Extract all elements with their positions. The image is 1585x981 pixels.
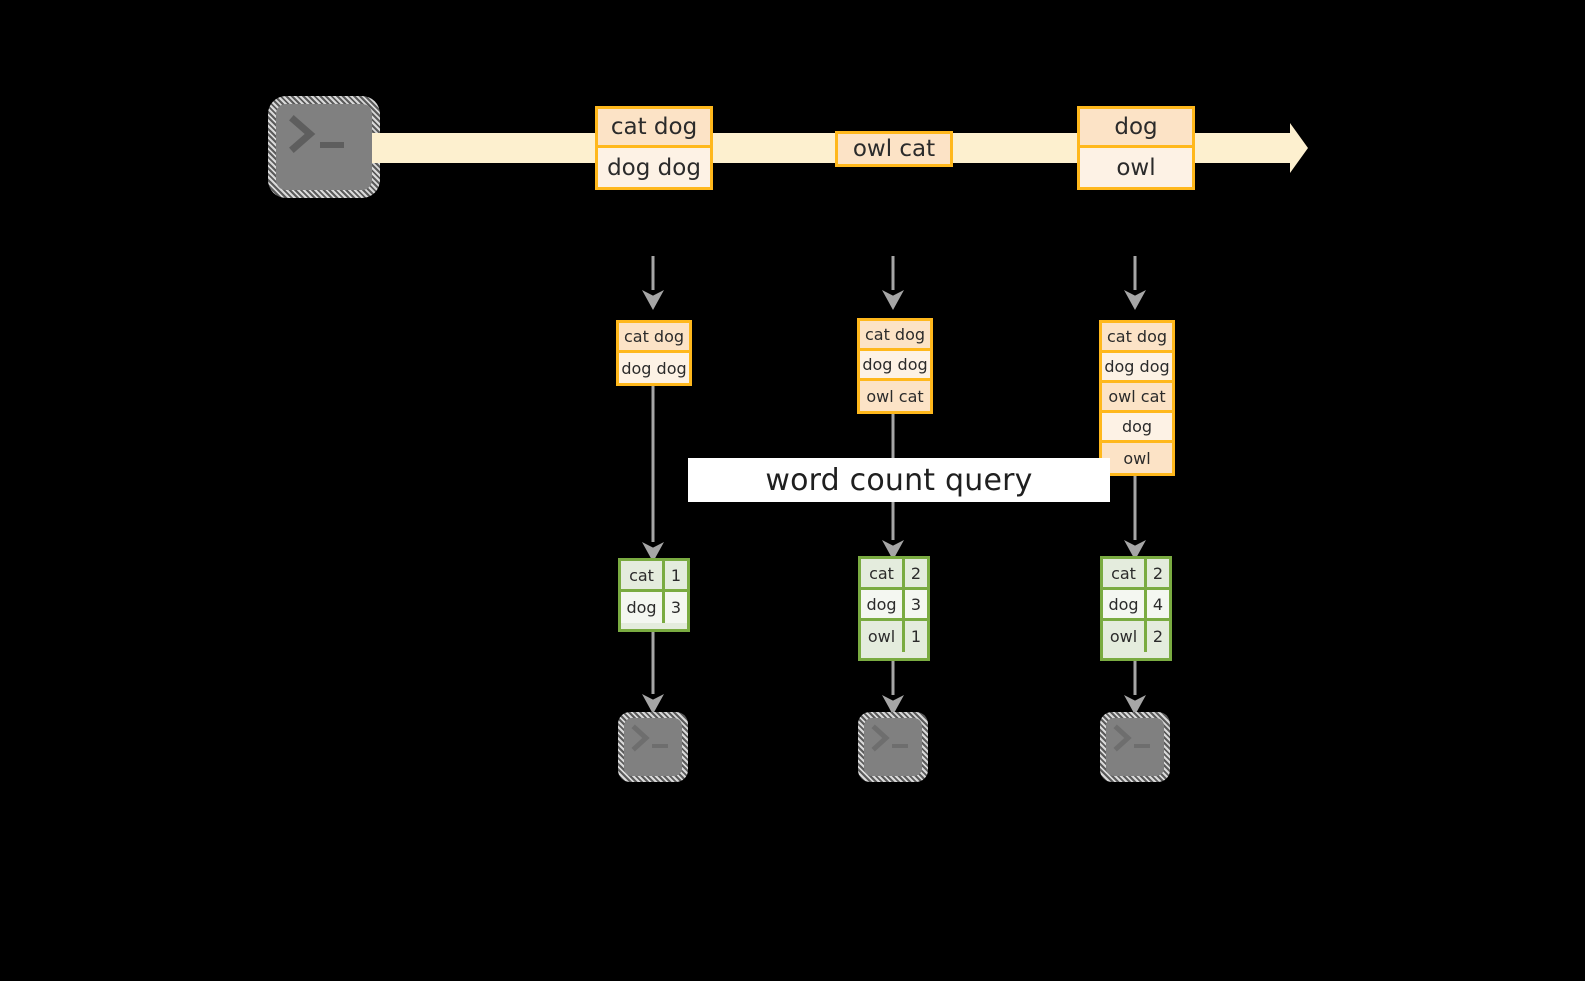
snapshot-1-sink-arrow: [639, 632, 667, 714]
snapshot-3-input-line-2: dog dog: [1102, 353, 1172, 383]
snapshot-3-sink-arrow: [1121, 661, 1149, 715]
result-count: 3: [665, 592, 687, 623]
terminal-prompt-glyph: [289, 115, 344, 153]
query-label: word count query: [688, 458, 1110, 502]
arrow-shaft: [1133, 661, 1137, 695]
snapshot-2-input-line-1: cat dog: [860, 321, 930, 351]
snapshot-3-input-box: cat dog dog dog owl cat dog owl: [1099, 320, 1175, 476]
arrow-shaft: [891, 661, 895, 695]
arrow-head-icon: [642, 290, 664, 310]
terminal-prompt-glyph: [1113, 724, 1150, 752]
result-count: 1: [665, 561, 687, 589]
snapshot-2-input-box: cat dog dog dog owl cat: [857, 318, 933, 414]
snapshot-3-input-line-3: owl cat: [1102, 383, 1172, 413]
result-word: owl: [1103, 621, 1147, 652]
result-count: 1: [905, 621, 927, 652]
result-word: dog: [861, 590, 905, 618]
stream-record-1-line-2: dog dog: [598, 148, 710, 187]
stream-record-1: cat dog dog dog: [595, 106, 713, 190]
snapshot-1-sink-terminal-icon: [618, 712, 688, 782]
snapshot-3-input-line-4: dog: [1102, 413, 1172, 443]
terminal-prompt-glyph: [871, 724, 908, 752]
result-count: 4: [1147, 590, 1169, 618]
snapshot-2-sink-terminal-icon: [858, 712, 928, 782]
snapshot-2-tap-arrow: [879, 256, 907, 318]
arrow-shaft: [651, 386, 655, 542]
result-word: dog: [1103, 590, 1147, 618]
snapshot-3-query-arrow: [1121, 476, 1149, 560]
result-count: 3: [905, 590, 927, 618]
table-row: owl 2: [1103, 621, 1169, 652]
snapshot-2-input-line-2: dog dog: [860, 351, 930, 381]
table-row: owl 1: [861, 621, 927, 652]
snapshot-2-sink-arrow: [879, 661, 907, 715]
snapshot-3-input-line-5: owl: [1102, 443, 1172, 473]
arrow-head-icon: [882, 290, 904, 310]
result-count: 2: [905, 559, 927, 587]
stream-record-2-line-1: owl cat: [838, 134, 950, 164]
arrow-head-icon: [1124, 290, 1146, 310]
result-word: owl: [861, 621, 905, 652]
result-word: cat: [1103, 559, 1147, 587]
snapshot-1-input-line-2: dog dog: [619, 353, 689, 383]
snapshot-1-query-arrow: [639, 386, 667, 562]
arrow-shaft: [651, 632, 655, 694]
terminal-prompt-glyph: [631, 724, 668, 752]
snapshot-3-input-line-1: cat dog: [1102, 323, 1172, 353]
snapshot-1-tap-arrow: [639, 256, 667, 318]
snapshot-3-sink-terminal-icon: [1100, 712, 1170, 782]
stream-record-3: dog owl: [1077, 106, 1195, 190]
snapshot-2-result-table: cat 2 dog 3 owl 1: [858, 556, 930, 661]
table-row: cat 1: [621, 561, 687, 592]
snapshot-1-input-line-1: cat dog: [619, 323, 689, 353]
snapshot-3-tap-arrow: [1121, 256, 1149, 318]
table-row: dog 3: [621, 592, 687, 623]
result-count: 2: [1147, 621, 1169, 652]
stream-record-1-line-1: cat dog: [598, 109, 710, 148]
snapshot-1-input-box: cat dog dog dog: [616, 320, 692, 386]
stream-record-3-line-1: dog: [1080, 109, 1192, 148]
stream-record-3-line-2: owl: [1080, 148, 1192, 187]
result-word: cat: [861, 559, 905, 587]
result-word: cat: [621, 561, 665, 589]
table-row: cat 2: [1103, 559, 1169, 590]
snapshot-1-result-table: cat 1 dog 3: [618, 558, 690, 632]
snapshot-2-input-line-3: owl cat: [860, 381, 930, 411]
arrow-shaft: [651, 256, 655, 290]
stream-arrow-head-icon: [1290, 123, 1308, 173]
arrow-shaft: [891, 256, 895, 290]
arrow-shaft: [1133, 256, 1137, 290]
result-word: dog: [621, 592, 665, 623]
arrow-shaft: [1133, 476, 1137, 540]
arrow-head-icon: [642, 694, 664, 714]
table-row: cat 2: [861, 559, 927, 590]
result-count: 2: [1147, 559, 1169, 587]
query-label-text: word count query: [765, 462, 1033, 498]
source-terminal-icon: [268, 96, 380, 198]
table-row: dog 4: [1103, 590, 1169, 621]
stream-record-2: owl cat: [835, 131, 953, 167]
snapshot-3-result-table: cat 2 dog 4 owl 2: [1100, 556, 1172, 661]
table-row: dog 3: [861, 590, 927, 621]
